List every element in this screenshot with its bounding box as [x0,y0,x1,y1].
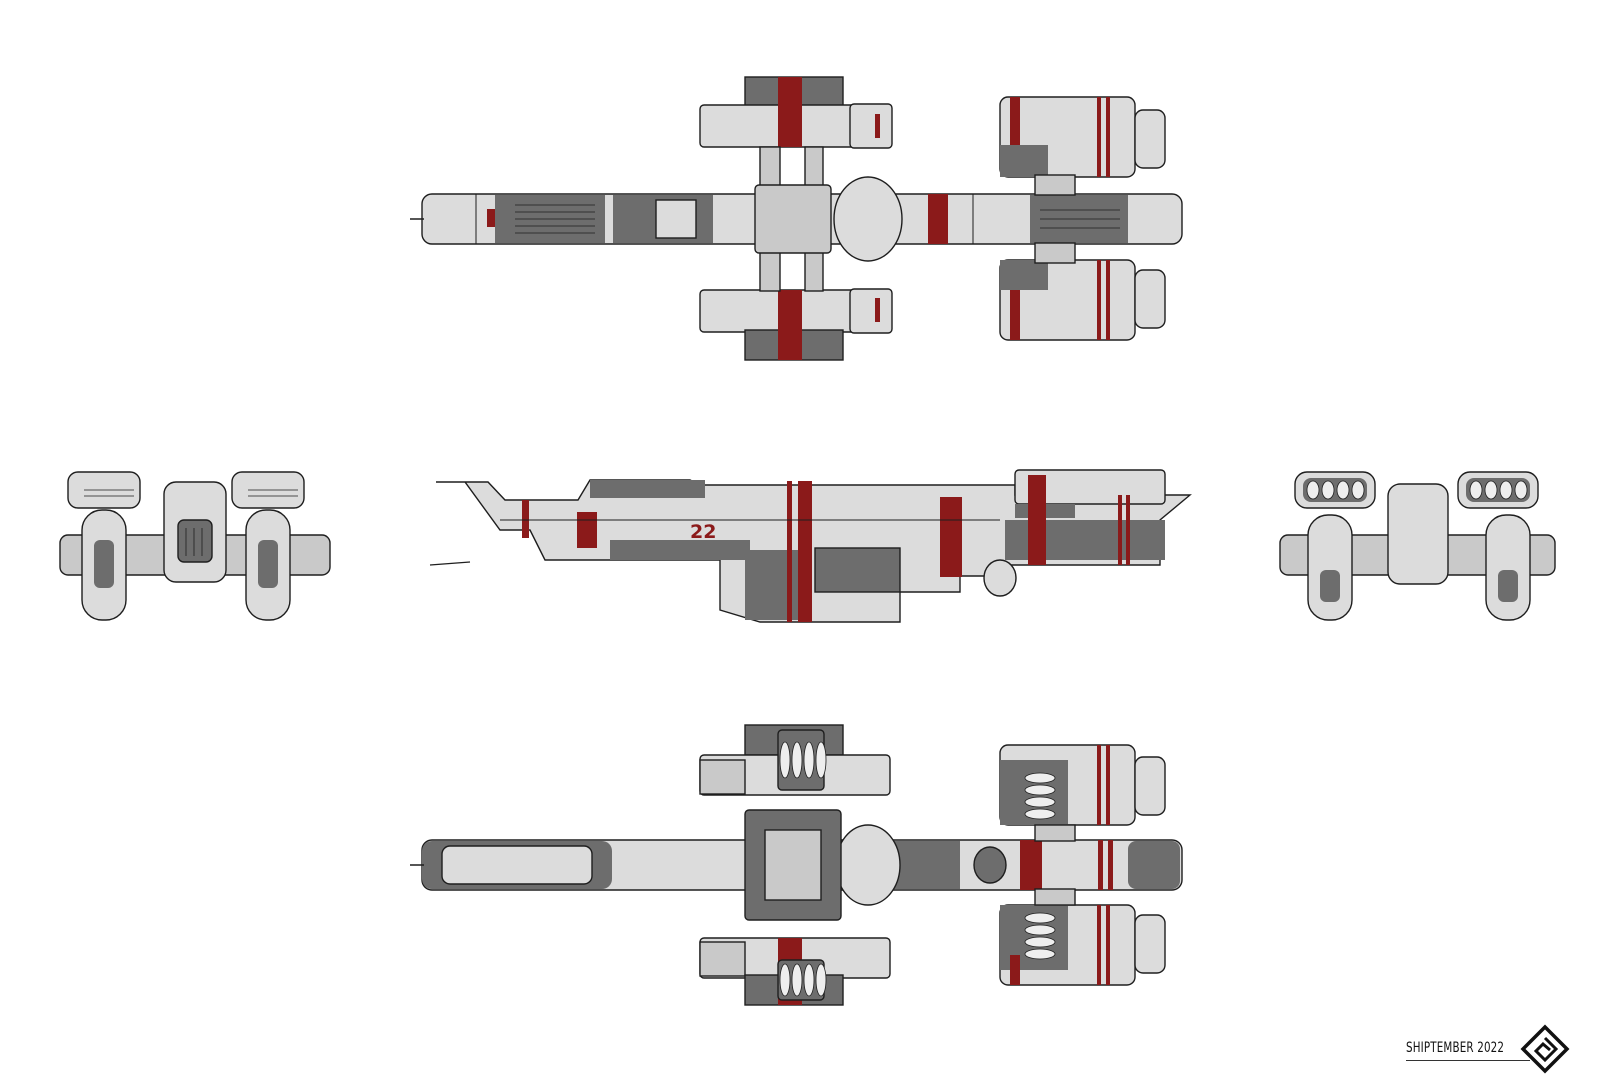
credit-text: SHIPTEMBER 2022 [1406,1040,1505,1056]
top-view [410,76,1183,361]
bottom-view [410,724,1183,1006]
diamond-swirl-icon [1520,1024,1570,1074]
hull-number: 22 [690,521,716,543]
artist-credit: SHIPTEMBER 2022 [1406,1036,1526,1060]
rear-view [1279,471,1556,621]
credit-underline [1406,1060,1530,1061]
front-view [59,471,331,621]
side-view: 22 [429,469,1192,623]
